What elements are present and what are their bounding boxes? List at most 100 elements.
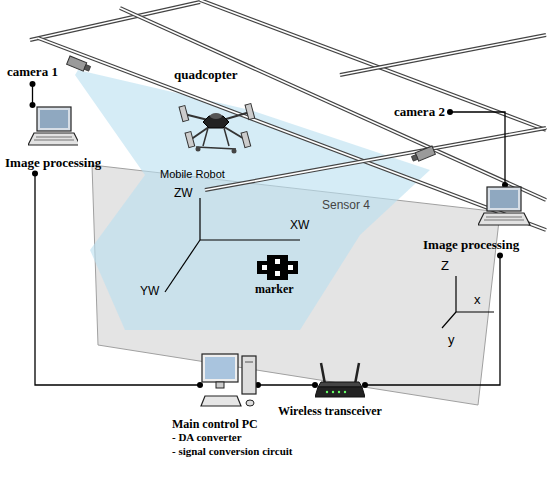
- node-label: Main control PC: [172, 417, 292, 431]
- axis-line: [199, 198, 200, 240]
- marker-node: marker: [255, 255, 300, 280]
- marker-bar: [267, 255, 288, 280]
- camera-icon: [67, 56, 92, 73]
- text-block: Image processing: [423, 237, 519, 253]
- laptop-icon: [478, 185, 533, 233]
- laptop-icon: [28, 105, 78, 150]
- antenna: [321, 363, 325, 384]
- landing-leg: [224, 128, 229, 146]
- laptop-keyboard: [478, 213, 530, 225]
- laptop-keys: [36, 137, 72, 138]
- signal-wire: [365, 256, 500, 385]
- frame-rail: [340, 35, 546, 75]
- mouse: [246, 400, 254, 406]
- text-block: marker: [255, 282, 294, 296]
- marker-cell: [262, 265, 267, 270]
- reference-axes: [442, 276, 494, 328]
- rotor: [185, 131, 195, 147]
- pc-node: Main control PC- DA converter- signal co…: [200, 352, 258, 412]
- axis-line: [200, 239, 300, 240]
- quadcopter-icon: [179, 103, 255, 153]
- landing-leg: [203, 128, 208, 146]
- signal-wire: [32, 84, 33, 105]
- router-node: Wireless transceiver: [315, 362, 365, 400]
- keyboard: [201, 396, 241, 406]
- frame-rail: [38, 38, 546, 230]
- text-block: quadcopter: [172, 66, 240, 84]
- signal-wire: [450, 112, 505, 185]
- laptop-keys: [486, 217, 522, 218]
- rotor: [241, 131, 251, 147]
- node-label: Wireless transceiver: [278, 404, 382, 418]
- axis-label: y: [448, 332, 455, 348]
- pc-icon: [200, 352, 258, 412]
- laptop-screen: [37, 107, 71, 131]
- node-label: Image processing: [5, 155, 101, 171]
- antenna: [355, 363, 359, 384]
- axis-line: [165, 240, 200, 292]
- laptop-display: [40, 110, 68, 128]
- laptop-node: Image processing: [28, 105, 78, 150]
- frame-rail-core: [38, 38, 546, 230]
- laptop-node: Image processing: [478, 185, 533, 233]
- status-led: [332, 391, 334, 393]
- frame: [30, 0, 546, 230]
- text-block: Image processing: [5, 155, 101, 171]
- monitor-screen: [205, 357, 235, 379]
- laptop-screen: [487, 187, 521, 211]
- status-led: [338, 391, 340, 393]
- quadcopter-label-box: quadcopter: [172, 66, 240, 84]
- laptop-keys: [484, 220, 524, 221]
- camera-field-of-view: [75, 70, 430, 330]
- marker-cell: [275, 271, 280, 276]
- frame-rail: [205, 128, 546, 190]
- status-led: [344, 391, 346, 393]
- node-label: camera 2: [394, 104, 445, 120]
- text-block: camera 2: [392, 103, 447, 121]
- monitor: [202, 354, 238, 382]
- text-block: camera 1: [5, 63, 60, 81]
- skid-wheel: [232, 149, 237, 154]
- node-label: camera 1: [7, 64, 58, 80]
- text-block: Wireless transceiver: [278, 404, 382, 418]
- axis-line: [455, 276, 456, 312]
- node-label: marker: [255, 282, 294, 296]
- drive-slot: [245, 362, 253, 363]
- world-axes: [165, 198, 300, 292]
- landing-skid: [196, 147, 236, 149]
- router-top: [318, 382, 362, 387]
- signal-wire: [258, 384, 315, 385]
- marker-icon: [255, 255, 300, 280]
- camera-body: [67, 56, 87, 71]
- region-label: Mobile Robot: [160, 168, 225, 181]
- axis-label: XW: [290, 218, 309, 232]
- skid-wheel: [196, 147, 201, 152]
- text-block: Main control PC- DA converter- signal co…: [172, 417, 292, 458]
- node-label: Image processing: [423, 237, 519, 253]
- camera-label-box: camera 1: [5, 63, 60, 81]
- node-detail: - signal conversion circuit: [172, 445, 292, 458]
- axis-line: [456, 311, 494, 312]
- rotor: [245, 103, 255, 119]
- laptop-display: [490, 190, 518, 208]
- camera-lens: [84, 65, 91, 72]
- axis-label: x: [474, 292, 481, 308]
- pc-tower: [242, 356, 256, 394]
- camera-body: [415, 146, 435, 161]
- frame-rail-core: [200, 0, 546, 130]
- router-body: [315, 387, 365, 397]
- axis-label: ZW: [174, 186, 193, 200]
- rotor: [179, 105, 189, 121]
- marker-cell: [275, 259, 280, 264]
- node-detail: - DA converter: [172, 431, 292, 444]
- node-label: quadcopter: [174, 67, 238, 83]
- axis-label: YW: [140, 284, 159, 298]
- frame-rail-core: [205, 128, 546, 190]
- monitor-stand: [216, 382, 224, 388]
- camera-lens: [411, 155, 418, 162]
- sensor-label: Sensor 4: [322, 198, 370, 212]
- marker-cell: [288, 265, 293, 270]
- camera-label-box: camera 2: [392, 103, 447, 121]
- laptop-keyboard: [28, 133, 78, 145]
